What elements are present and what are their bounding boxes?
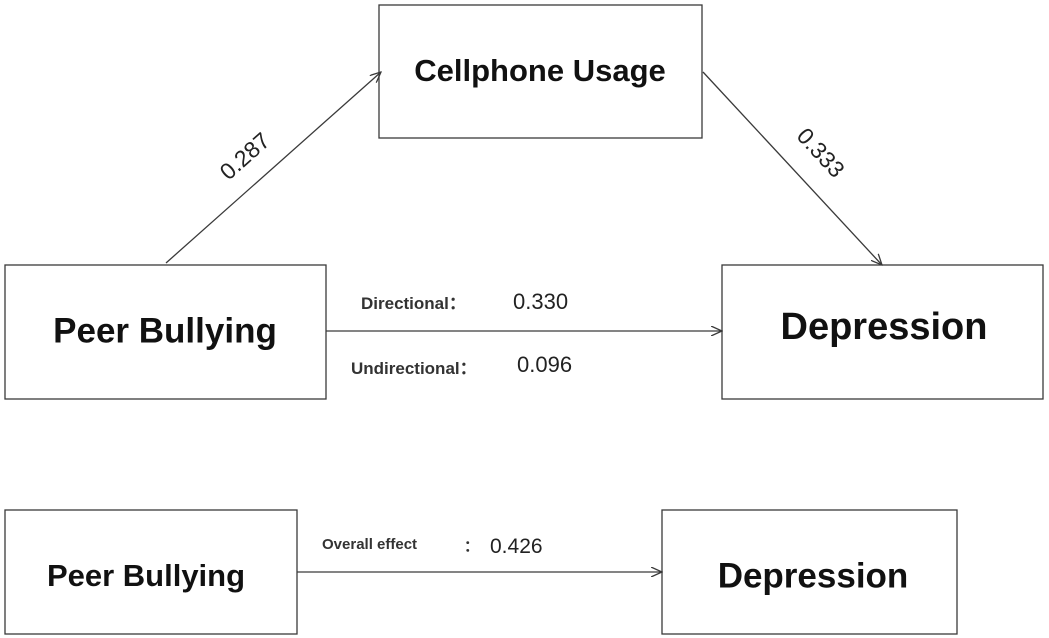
outcome-node-depression: Depression xyxy=(721,264,1044,400)
total-predictor-label: Peer Bullying xyxy=(47,558,245,593)
path-b-coefficient: 0.333 xyxy=(792,123,850,183)
mediator-node-cellphone-usage: Cellphone Usage xyxy=(378,4,703,139)
overall-effect-label: Overall effect xyxy=(322,536,417,553)
directional-label: Directional： xyxy=(361,294,466,313)
mediator-label: Cellphone Usage xyxy=(414,53,666,88)
predictor-node-peer-bullying: Peer Bullying xyxy=(4,264,327,400)
directional-value: 0.330 xyxy=(513,289,568,314)
total-outcome-node-depression: Depression xyxy=(661,509,958,635)
path-a-coefficient: 0.287 xyxy=(215,127,275,185)
predictor-label: Peer Bullying xyxy=(53,311,277,350)
outcome-label: Depression xyxy=(781,306,988,348)
overall-effect-separator: ： xyxy=(464,538,479,555)
path-b-arrow xyxy=(702,71,882,265)
undirectional-value: 0.096 xyxy=(517,352,572,377)
undirectional-label: Undirectional： xyxy=(351,359,477,378)
path-a-arrow xyxy=(165,72,381,264)
total-outcome-label: Depression xyxy=(718,556,909,595)
overall-effect-value: 0.426 xyxy=(490,535,543,558)
total-predictor-node-peer-bullying: Peer Bullying xyxy=(4,509,298,635)
